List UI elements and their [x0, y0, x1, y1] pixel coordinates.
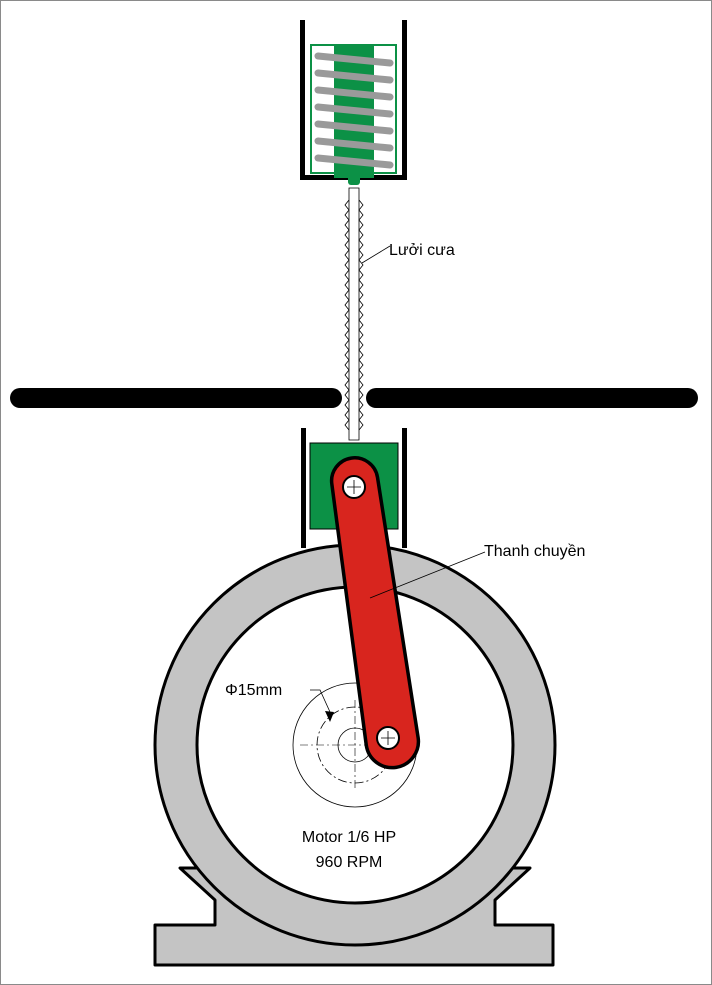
spring-coil: [314, 154, 394, 169]
lower-guide-right-wall: [402, 428, 407, 548]
saw-blade: Lưởi cưa: [344, 187, 455, 441]
diameter-leader: [310, 689, 331, 713]
table-right-bar: [366, 388, 698, 408]
lower-guide-left-wall: [301, 428, 306, 548]
rod-label-leader: [369, 551, 486, 599]
saw-label-leader: [361, 245, 391, 264]
lower-pin-cross: [381, 731, 395, 745]
spring-coil: [314, 86, 394, 101]
saw-blade-label: Lưởi cưa: [389, 242, 455, 259]
saw-blade-toothed-edge: [348, 187, 360, 441]
spring-housing-right-wall: [402, 20, 407, 180]
diameter-arrowhead: [325, 711, 334, 722]
diameter-label: Φ15mm: [225, 682, 282, 699]
spring-coil: [314, 120, 394, 135]
spring-coils: [314, 52, 394, 169]
connecting-rod-label: Thanh chuyền: [484, 543, 585, 560]
upper-pin-cross: [347, 480, 361, 494]
spring-coil: [314, 69, 394, 84]
spring-coil: [314, 52, 394, 67]
upper-pin: [342, 475, 366, 499]
spring-housing-left-wall: [300, 20, 305, 180]
spring-housing: [300, 20, 407, 185]
table-left-bar: [10, 388, 342, 408]
spring-coil: [314, 137, 394, 152]
spring-coil: [314, 103, 394, 118]
spring-stem: [348, 173, 360, 185]
motor-label-line1: Motor 1/6 HP: [302, 829, 396, 846]
table: [10, 388, 698, 408]
connecting-rod-body: [329, 456, 421, 770]
saw-teeth: [344, 199, 364, 431]
motor-label-line2: 960 RPM: [316, 854, 383, 871]
lower-pin: [376, 726, 400, 750]
connecting-rod: Thanh chuyền: [329, 456, 585, 770]
